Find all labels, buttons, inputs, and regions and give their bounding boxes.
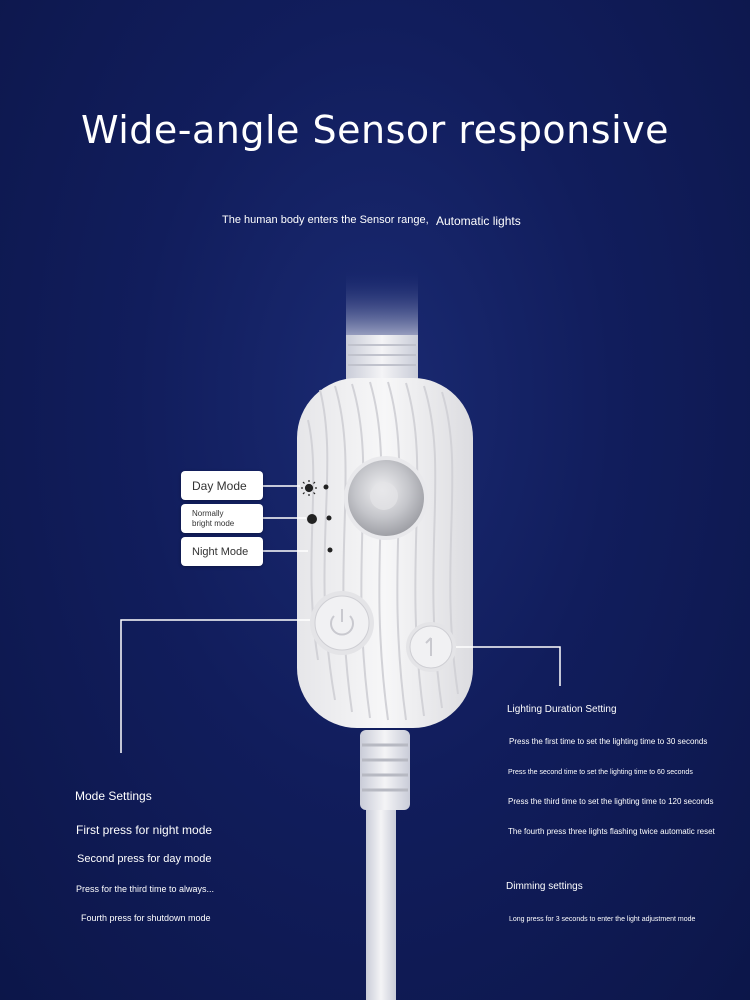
- dimming-title: Dimming settings: [506, 881, 583, 892]
- page-title: Wide-angle Sensor responsive: [81, 108, 669, 152]
- lighting-duration-title: Lighting Duration Setting: [507, 704, 617, 715]
- power-icon: [330, 609, 354, 636]
- subtitle-left: The human body enters the Sensor range,: [222, 214, 429, 226]
- sun-icon: [301, 480, 317, 496]
- mode-settings-item: First press for night mode: [76, 823, 213, 837]
- normally-bright-label: Normally bright mode: [181, 504, 263, 533]
- lighting-duration-item: Press the first time to set the lighting…: [509, 737, 708, 746]
- mode-settings-title: Mode Settings: [75, 789, 152, 803]
- night-mode-label: Night Mode: [181, 537, 263, 566]
- normally-bright-line2: bright mode: [192, 518, 235, 528]
- mode-settings-item: Fourth press for shutdown mode: [81, 913, 211, 923]
- lighting-duration-item: Press the third time to set the lighting…: [508, 797, 714, 806]
- lighting-duration-item: The fourth press three lights flashing t…: [508, 827, 715, 836]
- dimming-item: Long press for 3 seconds to enter the li…: [509, 916, 696, 923]
- normally-bright-line1: Normally: [192, 508, 224, 518]
- mode-settings-item: Press for the third time to always...: [76, 884, 215, 894]
- lighting-duration-item: Press the second time to set the lightin…: [508, 769, 693, 776]
- subtitle-right: Automatic lights: [436, 214, 521, 228]
- day-mode-label: Day Mode: [181, 471, 263, 500]
- full-circle-icon: [307, 514, 317, 524]
- mode-settings-item: Second press for day mode: [77, 853, 212, 865]
- night-mode-text: Night Mode: [192, 545, 249, 558]
- day-mode-text: Day Mode: [192, 478, 247, 493]
- timer-icon: [425, 637, 432, 656]
